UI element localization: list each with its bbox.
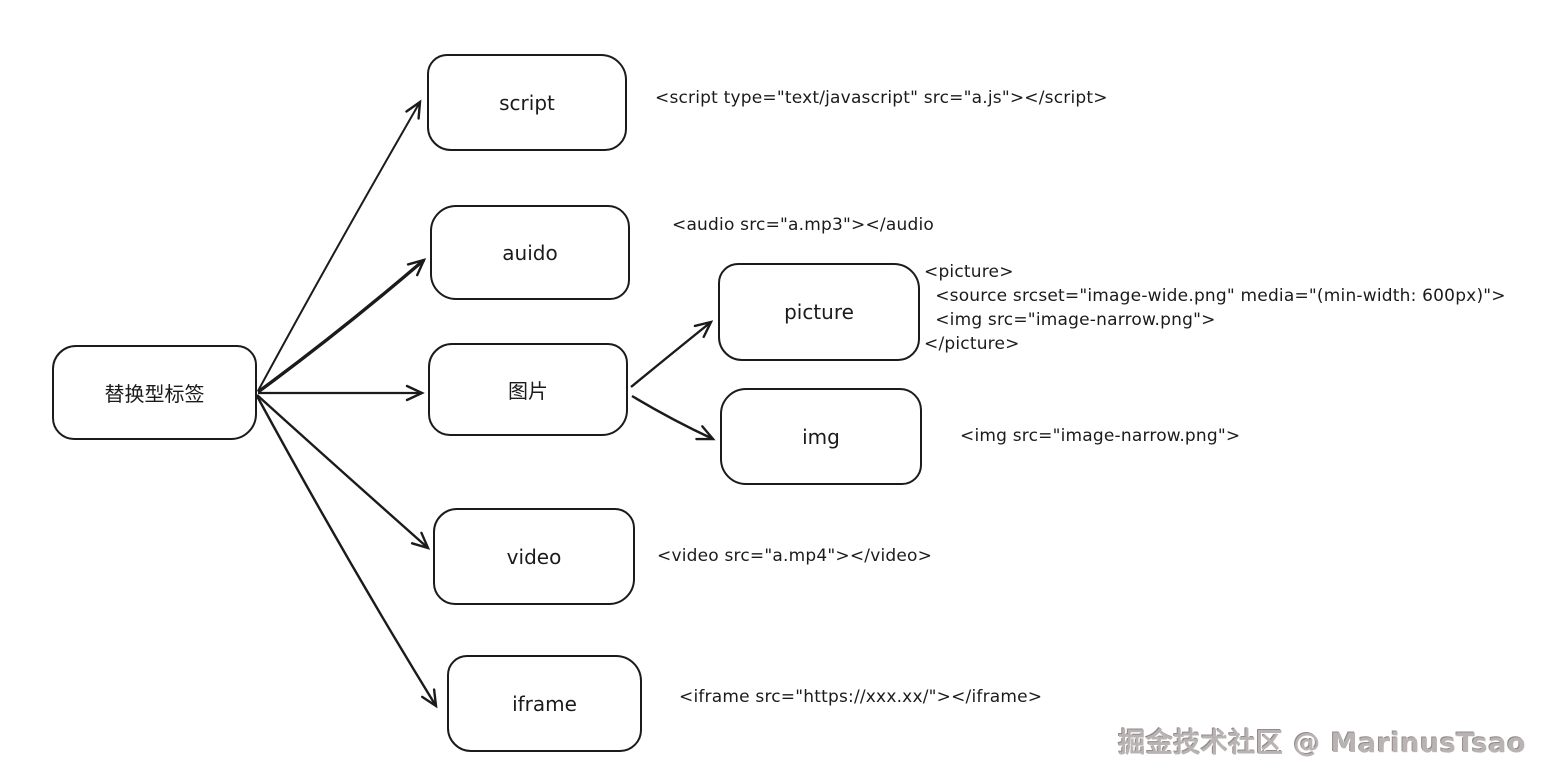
node-script: script	[427, 54, 627, 151]
code-script: <script type="text/javascript" src="a.js…	[655, 88, 1108, 108]
node-img-label: img	[802, 424, 840, 449]
watermark: 掘金技术社区 @ MarinusTsao	[1118, 728, 1526, 759]
node-iframe-label: iframe	[512, 691, 577, 716]
code-audio: <audio src="a.mp3"></audio	[672, 215, 934, 235]
arrow-root-to-script	[257, 99, 422, 392]
node-root-replaced-tags: 替换型标签	[52, 345, 257, 440]
arrow-image-to-picture	[630, 320, 714, 388]
node-video-label: video	[506, 544, 562, 569]
node-audio: auido	[430, 205, 630, 300]
node-audio-label: auido	[502, 240, 558, 265]
arrow-root-to-auido	[256, 258, 427, 394]
node-image: 图片	[428, 343, 628, 436]
arrow-image-to-img	[631, 394, 716, 441]
node-picture: picture	[718, 263, 920, 361]
arrow-root-to-video	[256, 394, 431, 550]
node-root-label: 替换型标签	[104, 382, 205, 406]
code-iframe: <iframe src="https://xxx.xx/"></iframe>	[679, 687, 1043, 707]
arrow-root-to-iframe	[255, 395, 438, 709]
node-image-label: 图片	[508, 379, 548, 403]
node-picture-label: picture	[784, 300, 854, 324]
code-video: <video src="a.mp4"></video>	[657, 546, 933, 566]
code-picture: <picture> <source srcset="image-wide.png…	[924, 262, 1506, 354]
node-video: video	[433, 508, 635, 605]
node-script-label: script	[499, 90, 555, 115]
code-img: <img src="image-narrow.png">	[960, 426, 1241, 446]
node-img: img	[720, 388, 922, 485]
node-iframe: iframe	[447, 655, 642, 752]
